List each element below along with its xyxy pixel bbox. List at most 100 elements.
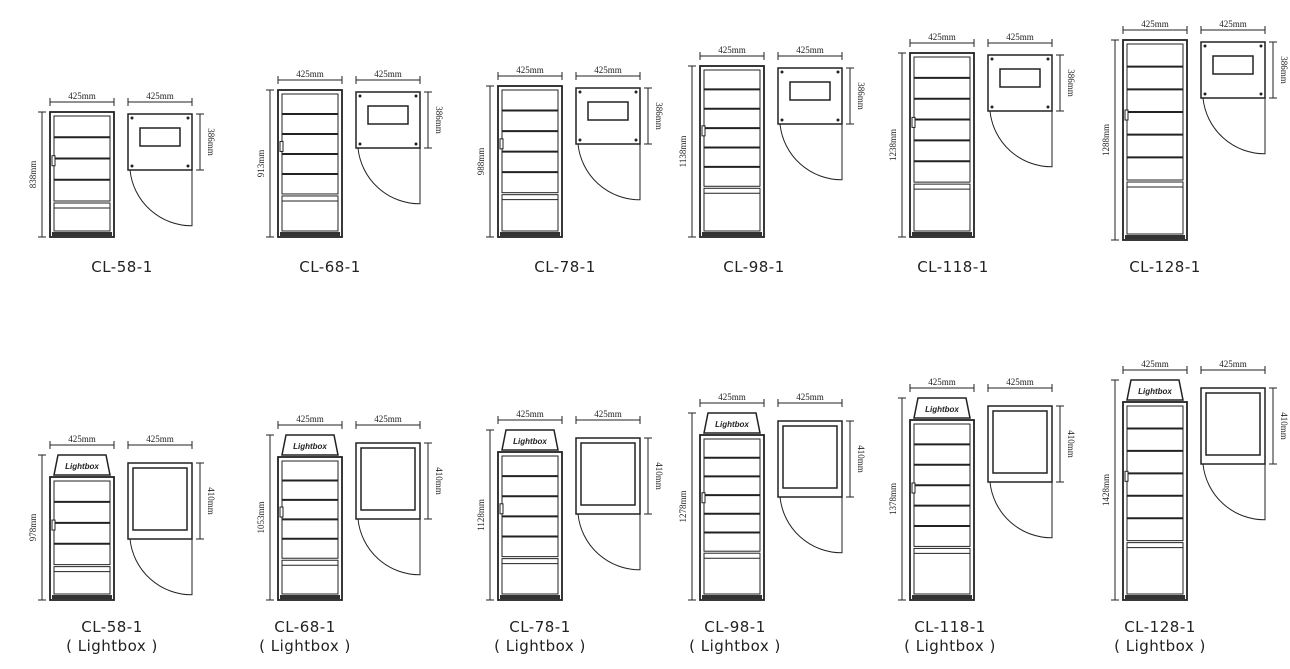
width-label: 425mm [296,69,324,79]
plan-view-corner-dot [1046,57,1050,61]
plan-view-corner-dot [414,94,418,98]
model-name: CL-98-1 [723,258,785,276]
cabinet-plinth [912,595,972,599]
width-label: 425mm [296,414,324,424]
model-name: CL-118-1 [917,258,989,276]
height-label: 988mm [476,148,486,176]
model-variant: ( Lightbox ) [1114,637,1206,655]
base-compartment [501,558,559,595]
width-label: 425mm [516,409,544,419]
model-variant: ( Lightbox ) [259,637,351,655]
door-swing-arc [1202,463,1266,521]
plan-view-corner-dot [836,118,840,122]
base-compartment [913,547,971,595]
depth-label: 425mm [146,434,174,444]
door-handle [1124,470,1129,482]
model-label: CL-118-1( Lightbox ) [870,618,1030,656]
cabinet-plinth [702,232,762,236]
door-swing-arc [129,538,193,596]
cabinet-plinth [280,232,340,236]
depth-label: 425mm [594,65,622,75]
cabinet-plinth [500,595,560,599]
base-compartment [53,202,111,232]
plan-view-frame [987,54,1053,112]
cabinet-frame [277,456,343,601]
plan-view-compressor [1212,55,1254,75]
height-label: 1053mm [256,501,266,533]
door-swing-arc [1202,97,1266,155]
door-handle [701,492,706,504]
model-label: CL-118-1 [873,258,1033,277]
plan-view-frame [1200,387,1266,465]
lightbox-label: Lightbox [293,442,327,451]
cabinet-frame [909,52,975,238]
lightbox-panel [501,429,559,451]
model-variant: ( Lightbox ) [904,637,996,655]
model-label: CL-58-1 [42,258,202,277]
model-name: CL-98-1 [704,618,766,636]
cabinet-frame [49,476,115,601]
plan-view-corner-dot [1259,92,1263,96]
depth-label: 425mm [1219,359,1247,369]
fridge-unit: 988mm 425mm 425mm 386mm [476,56,688,238]
plan-view-inner [782,425,838,489]
plan-view-corner-dot [1203,44,1207,48]
plan-height-label: 410mm [434,467,444,495]
base-compartment [703,187,761,232]
plan-view-corner-dot [130,116,134,120]
height-label: 978mm [28,514,38,542]
door-swing-arc [989,481,1053,539]
plan-view-corner-dot [414,142,418,146]
model-name: CL-118-1 [914,618,986,636]
plan-view-corner-dot [186,116,190,120]
plan-view-frame [987,405,1053,483]
plan-view-corner-dot [990,57,994,61]
cabinet-frame [699,65,765,238]
plan-view-corner-dot [130,164,134,168]
cabinet-plinth [702,595,762,599]
lightbox-panel [703,412,761,434]
base-compartment [703,552,761,595]
model-label: CL-128-1 [1085,258,1245,277]
cabinet-frame [909,419,975,601]
height-label: 1378mm [888,483,898,515]
plan-view-corner-dot [836,70,840,74]
width-label: 425mm [1141,19,1169,29]
base-compartment [913,183,971,232]
plan-height-label: 410mm [1279,412,1289,440]
plan-view-frame [1200,41,1266,99]
lightbox-panel [1126,379,1184,401]
depth-label: 425mm [374,414,402,424]
model-name: CL-78-1 [534,258,596,276]
door-handle [499,138,504,150]
plan-view-corner-dot [186,164,190,168]
width-label: 425mm [1141,359,1169,369]
plan-height-label: 386mm [654,102,664,130]
model-label: CL-68-1 [250,258,410,277]
plan-view-corner-dot [634,90,638,94]
door-handle [911,116,916,128]
plan-view-inner [580,442,636,506]
door-swing-arc [577,143,641,201]
cabinet-frame [1122,39,1188,241]
plan-view-compressor [999,68,1041,88]
cabinet-plinth [52,595,112,599]
cabinet-frame [497,85,563,238]
model-label: CL-78-1( Lightbox ) [460,618,620,656]
width-label: 425mm [68,91,96,101]
plan-view-inner [360,447,416,511]
model-name: CL-68-1 [274,618,336,636]
base-compartment [53,566,111,595]
plan-height-label: 410mm [654,462,664,490]
model-name: CL-128-1 [1124,618,1196,636]
width-label: 425mm [516,65,544,75]
plan-view-frame [355,442,421,520]
